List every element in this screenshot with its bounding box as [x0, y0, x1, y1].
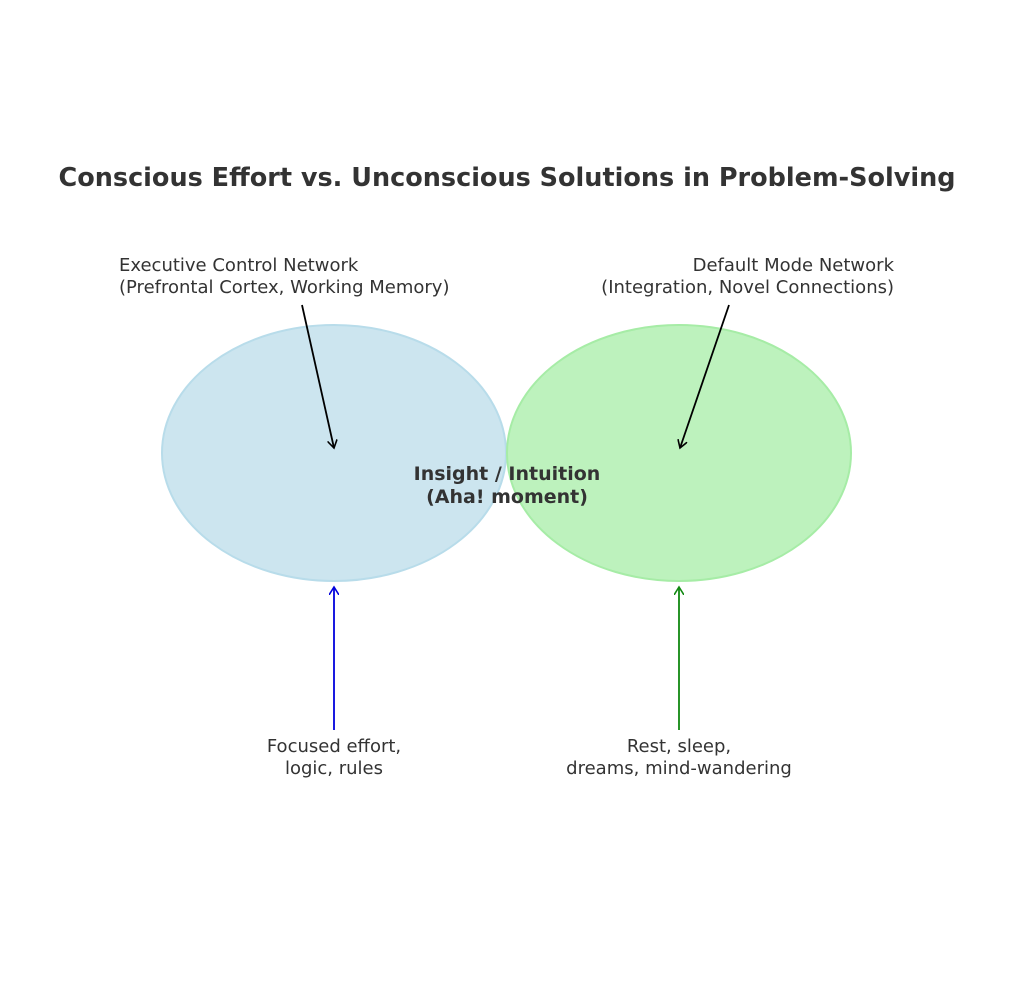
executive-control-network-ellipse [161, 324, 507, 582]
dmn-label-subtitle: (Integration, Novel Connections) [601, 277, 894, 298]
ecn-pointer-arrow [301, 304, 334, 448]
focused-effort-label-line1: Focused effort, [267, 736, 401, 757]
diagram-title: Conscious Effort vs. Unconscious Solutio… [59, 163, 956, 193]
aha-moment-label: (Aha! moment) [426, 486, 588, 508]
ecn-label-subtitle: (Prefrontal Cortex, Working Memory) [119, 277, 449, 298]
ecn-label-title: Executive Control Network [119, 255, 359, 276]
focused-effort-label-line2: logic, rules [285, 758, 383, 779]
insight-label: Insight / Intuition [414, 463, 601, 485]
rest-label-line1: Rest, sleep, [627, 736, 731, 757]
dmn-pointer-arrow [680, 304, 730, 448]
dmn-label-title: Default Mode Network [693, 255, 895, 276]
rest-label-line2: dreams, mind-wandering [566, 758, 792, 779]
default-mode-network-ellipse [506, 324, 852, 582]
